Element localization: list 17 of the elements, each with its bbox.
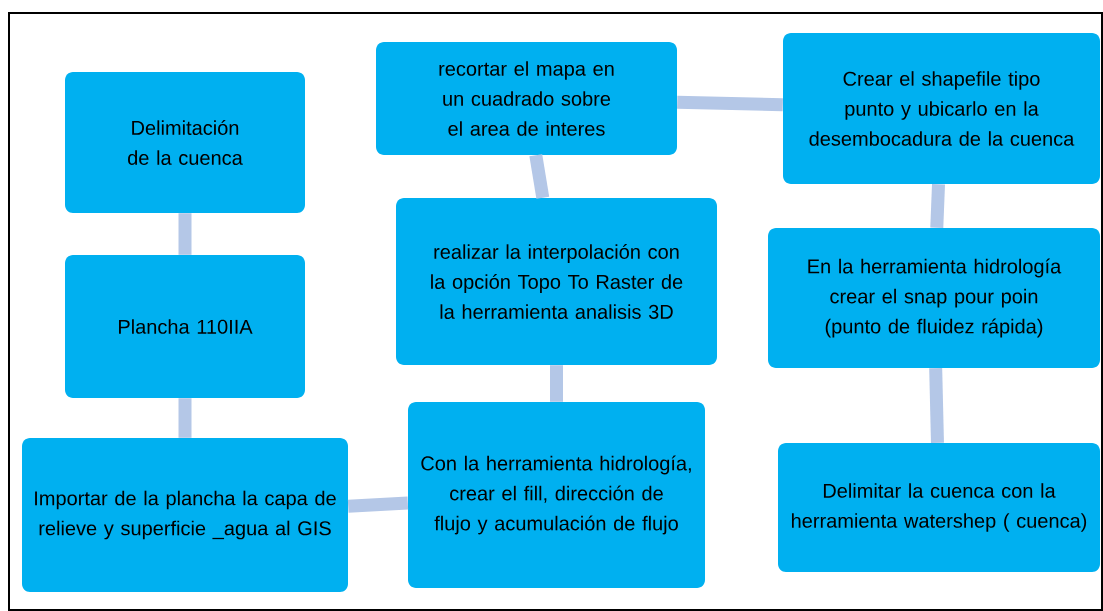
- process-box: Crear el shapefile tipo punto y ubicarlo en la desembocadura de la cuenca: [783, 33, 1100, 184]
- connector: [929, 368, 944, 443]
- connector: [178, 398, 192, 438]
- process-box: realizar la interpolación con la opción Topo To Raster de la herramienta analisis 3D: [396, 198, 717, 365]
- process-box: Con la herramienta hidrología, crear el fill, dirección de flujo y acumulación de flujo: [408, 402, 705, 588]
- process-box: recortar el mapa en un cuadrado sobre el area de interes: [376, 42, 677, 155]
- connector: [347, 496, 409, 513]
- connector: [529, 154, 550, 199]
- connector: [677, 95, 783, 112]
- connector: [178, 213, 192, 255]
- process-box: Delimitación de la cuenca: [65, 72, 305, 213]
- process-box: Delimitar la cuenca con la herramienta watershep ( cuenca): [778, 443, 1100, 572]
- process-box: En la herramienta hidrología crear el snap pour poin (punto de fluidez rápida): [768, 228, 1100, 368]
- process-box: Plancha 110IIA: [65, 255, 305, 398]
- connector: [550, 365, 563, 402]
- connector: [930, 183, 945, 229]
- process-box: Importar de la plancha la capa de relieve y superficie _agua al GIS: [22, 438, 348, 592]
